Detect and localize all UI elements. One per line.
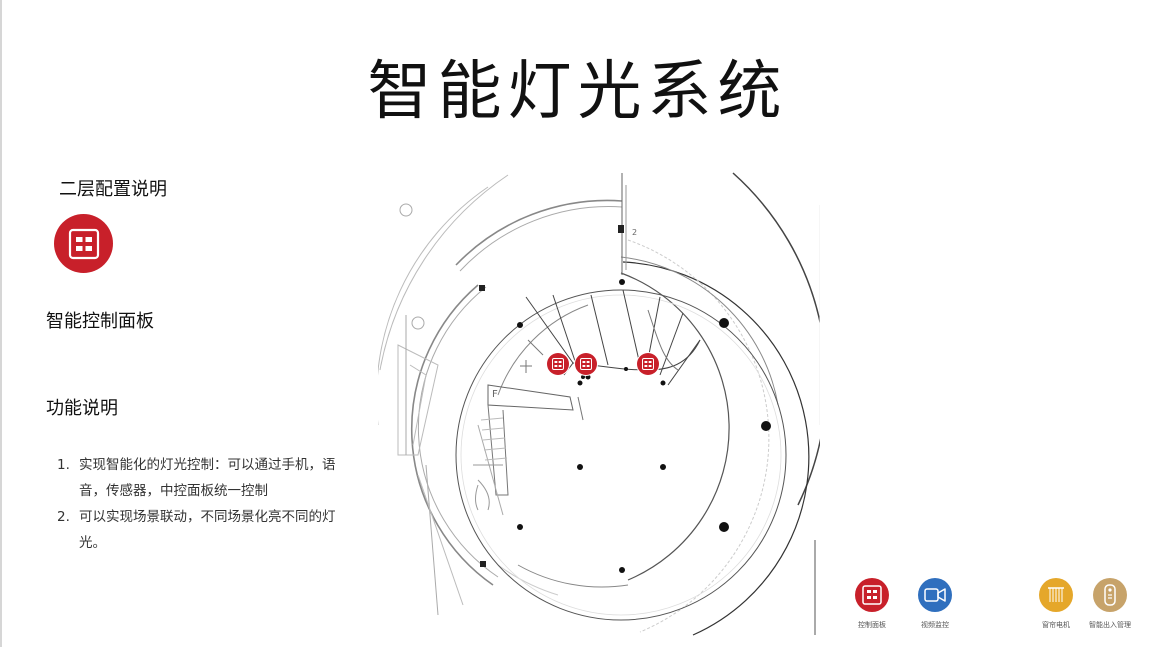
legend-label: 视频监控: [921, 621, 949, 629]
legend-label: 控制面板: [858, 621, 886, 629]
function-list: 1. 实现智能化的灯光控制：可以通过手机，语音，传感器，中控面板统一控制 2. …: [57, 452, 337, 556]
floor-plan-drawing: F 2: [376, 172, 828, 636]
function-title: 功能说明: [46, 398, 118, 419]
legend-label: 智能出入管理: [1089, 621, 1131, 629]
grid-number: 2: [632, 228, 637, 237]
smart-remote-icon: [1093, 578, 1127, 612]
legend-video-monitor[interactable]: 视频监控: [895, 578, 975, 630]
legend-curtain-motor[interactable]: 窗帘电机: [1016, 578, 1096, 630]
plan-control-panel-marker[interactable]: [547, 353, 569, 375]
page-title: 智能灯光系统: [367, 55, 788, 129]
stair-label: F: [492, 389, 498, 400]
list-item-text: 实现智能化的灯光控制：可以通过手机，语音，传感器，中控面板统一控制: [79, 457, 336, 499]
left-border: [0, 0, 2, 647]
control-panel-icon: [580, 358, 592, 370]
floor-plan: F 2: [376, 165, 828, 637]
list-item: 1. 实现智能化的灯光控制：可以通过手机，语音，传感器，中控面板统一控制: [57, 452, 337, 504]
plan-control-panel-marker[interactable]: [575, 353, 597, 375]
legend-smart-access[interactable]: 智能出入管理: [1070, 578, 1150, 630]
control-panel-icon: [855, 578, 889, 612]
control-panel-icon: [642, 358, 654, 370]
video-camera-icon: [918, 578, 952, 612]
list-item-text: 可以实现场景联动，不同场景化亮不同的灯光。: [79, 509, 336, 551]
list-item-number: 1.: [57, 457, 70, 473]
legend-label: 窗帘电机: [1042, 621, 1070, 629]
plan-control-panel-marker[interactable]: [637, 353, 659, 375]
control-panel-icon: [552, 358, 564, 370]
control-panel-icon: [54, 214, 113, 273]
list-item: 2. 可以实现场景联动，不同场景化亮不同的灯光。: [57, 504, 337, 556]
legend-control-panel[interactable]: 控制面板: [832, 578, 912, 630]
panel-title: 智能控制面板: [46, 311, 154, 332]
list-item-number: 2.: [57, 509, 70, 525]
curtain-motor-icon: [1039, 578, 1073, 612]
section-heading: 二层配置说明: [59, 179, 167, 200]
